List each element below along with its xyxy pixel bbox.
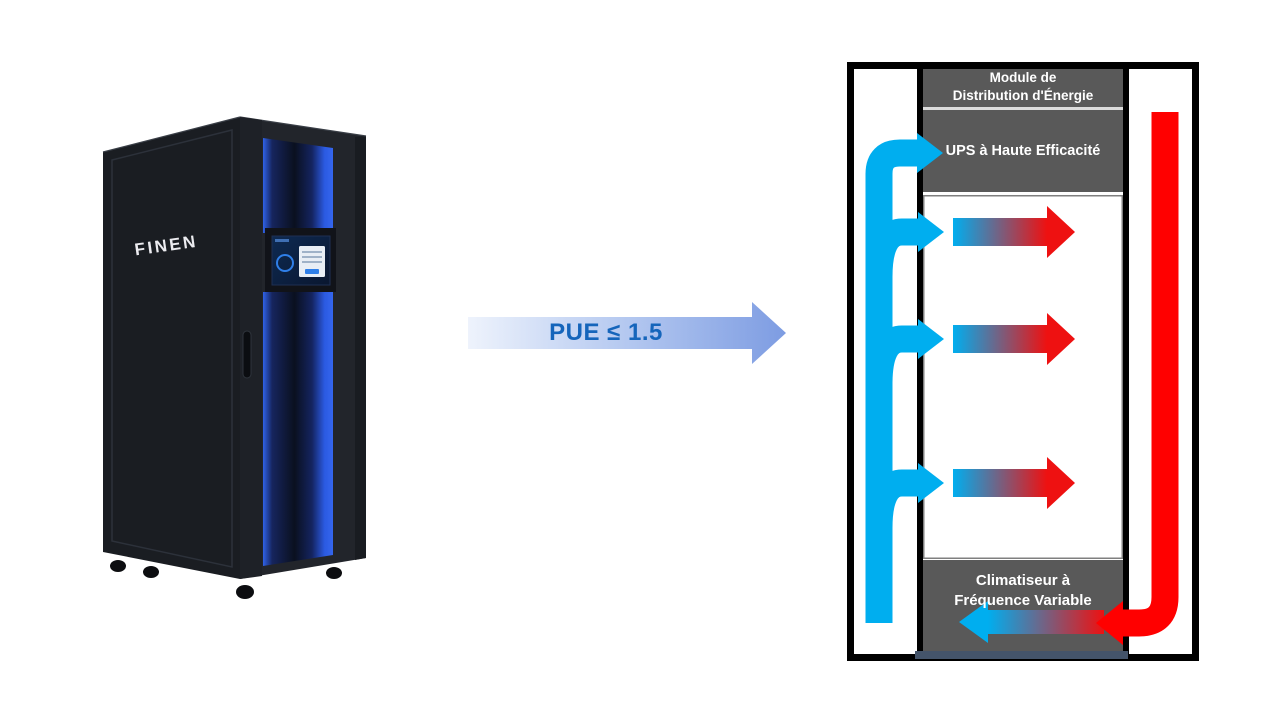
partition-left — [917, 69, 923, 654]
heat-arrow-3 — [953, 457, 1075, 509]
pue-label: PUE ≤ 1.5 — [549, 319, 663, 346]
it-equipment-label: Matériel IT — [979, 387, 1067, 408]
screen-button — [305, 269, 319, 274]
box-separator — [923, 107, 1123, 110]
server-rack-figure: FINEN — [85, 105, 385, 620]
rack-door-handle — [242, 330, 252, 379]
heat-arrow-2 — [953, 313, 1075, 365]
floor-strip — [915, 651, 1128, 659]
rack-window-top — [263, 138, 333, 233]
rack-window-bottom — [263, 292, 333, 566]
hot-air-arrowhead — [1096, 601, 1123, 645]
screen-gauge-icon — [276, 254, 294, 272]
cold-air-arrowheads — [917, 133, 944, 503]
rack-side-panel — [102, 116, 241, 579]
ups-label: UPS à Haute Efficacité — [945, 143, 1101, 159]
heat-arrow-1 — [953, 206, 1075, 258]
it-equipment-box — [923, 195, 1123, 559]
airflow-diagram: Module de Distribution d'Énergie UPS à H… — [847, 62, 1199, 661]
heat-gradient-arrows — [953, 206, 1075, 509]
hot-air-pipe — [1096, 112, 1179, 645]
cold-air-pipe — [865, 139, 918, 623]
ups-box — [923, 110, 1123, 192]
crac-label: Climatiseur à Fréquence Variable — [954, 571, 1092, 609]
rack-touchscreen — [265, 228, 336, 292]
crac-box — [923, 560, 1123, 653]
rack-wheels — [110, 560, 342, 599]
partition-right — [1123, 69, 1129, 654]
crac-return-arrow — [959, 601, 1104, 643]
screen-header-text — [275, 239, 289, 242]
server-rack-image: FINEN — [102, 116, 367, 599]
airflow-diagram-shapes — [847, 62, 1199, 661]
power-module-box — [923, 69, 1123, 107]
pue-arrow: PUE ≤ 1.5 — [460, 295, 800, 375]
power-module-label: Module de Distribution d'Énergie — [952, 70, 1094, 103]
pue-arrow-shape — [468, 302, 786, 364]
